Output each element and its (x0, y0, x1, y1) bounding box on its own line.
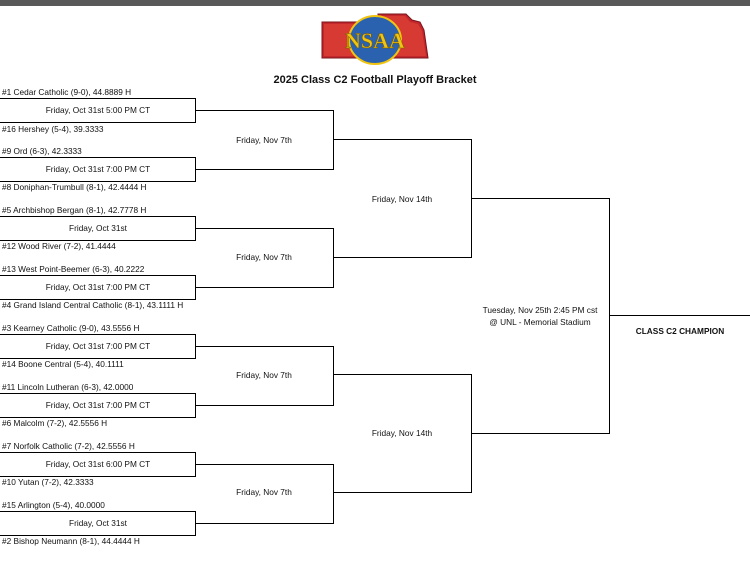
round1-game-date: Friday, Oct 31st 7:00 PM CT (45, 164, 151, 174)
bracket-line (195, 523, 334, 524)
champion-label: CLASS C2 CHAMPION (635, 326, 725, 336)
round1-game-date: Friday, Oct 31st (69, 518, 127, 528)
bracket-title: 2025 Class C2 Football Playoff Bracket (273, 74, 477, 86)
bracket-line (0, 122, 196, 123)
bracket-line (195, 287, 334, 288)
bracket-line (0, 181, 196, 182)
bracket-line (333, 492, 472, 493)
round1-game-date: Friday, Oct 31st 7:00 PM CT (45, 282, 151, 292)
team-seed-13: #13 West Point-Beemer (6-3), 40.2222 (2, 264, 145, 274)
final-date: Tuesday, Nov 25th 2:45 PM cst (482, 305, 598, 315)
team-seed-15: #15 Arlington (5-4), 40.0000 (2, 500, 105, 510)
bracket-line (0, 417, 196, 418)
bracket-line (195, 228, 334, 229)
bracket-line (333, 110, 334, 170)
round1-game-date: Friday, Oct 31st 6:00 PM CT (45, 459, 151, 469)
quarterfinal-date: Friday, Nov 7th (236, 487, 292, 497)
bracket-line (0, 393, 196, 394)
team-seed-4: #4 Grand Island Central Catholic (8-1), … (2, 300, 184, 310)
semifinal-date: Friday, Nov 14th (371, 428, 433, 438)
bracket-line (0, 452, 196, 453)
bracket-line (195, 405, 334, 406)
bracket-line (609, 315, 750, 316)
team-seed-2: #2 Bishop Neumann (8-1), 44.4444 H (2, 536, 140, 546)
bracket-line (195, 346, 334, 347)
bracket-line (0, 511, 196, 512)
nsaa-logo: NSAA (321, 13, 429, 65)
top-bar (0, 0, 750, 6)
bracket-line (333, 228, 334, 288)
round1-game-date: Friday, Oct 31st 7:00 PM CT (45, 341, 151, 351)
team-seed-10: #10 Yutan (7-2), 42.3333 (2, 477, 94, 487)
bracket-line (333, 346, 334, 406)
semifinal-date: Friday, Nov 14th (371, 194, 433, 204)
bracket-line (0, 98, 196, 99)
team-seed-8: #8 Doniphan-Trumbull (8-1), 42.4444 H (2, 182, 147, 192)
bracket-line (0, 358, 196, 359)
bracket-line (0, 216, 196, 217)
bracket-line (195, 169, 334, 170)
bracket-line (195, 110, 334, 111)
bracket-line (0, 240, 196, 241)
logo-text: NSAA (345, 28, 405, 53)
bracket-line (471, 198, 610, 199)
team-seed-14: #14 Boone Central (5-4), 40.1111 (2, 359, 124, 369)
bracket-line (0, 299, 196, 300)
bracket-line (0, 275, 196, 276)
final-venue: @ UNL - Memorial Stadium (489, 317, 591, 327)
bracket-line (333, 374, 472, 375)
team-seed-7: #7 Norfolk Catholic (7-2), 42.5556 H (2, 441, 135, 451)
bracket-line (0, 157, 196, 158)
team-seed-9: #9 Ord (6-3), 42.3333 (2, 146, 82, 156)
bracket-line (0, 476, 196, 477)
quarterfinal-date: Friday, Nov 7th (236, 370, 292, 380)
quarterfinal-date: Friday, Nov 7th (236, 252, 292, 262)
quarterfinal-date: Friday, Nov 7th (236, 135, 292, 145)
bracket-line (0, 535, 196, 536)
team-seed-3: #3 Kearney Catholic (9-0), 43.5556 H (2, 323, 140, 333)
bracket-line (333, 464, 334, 524)
bracket-line (609, 198, 610, 434)
team-seed-6: #6 Malcolm (7-2), 42.5556 H (2, 418, 108, 428)
bracket-line (333, 257, 472, 258)
team-seed-5: #5 Archbishop Bergan (8-1), 42.7778 H (2, 205, 147, 215)
team-seed-1: #1 Cedar Catholic (9-0), 44.8889 H (2, 87, 132, 97)
bracket-line (471, 433, 610, 434)
round1-game-date: Friday, Oct 31st 7:00 PM CT (45, 400, 151, 410)
round1-game-date: Friday, Oct 31st 5:00 PM CT (45, 105, 151, 115)
team-seed-11: #11 Lincoln Lutheran (6-3), 42.0000 (2, 382, 134, 392)
team-seed-16: #16 Hershey (5-4), 39.3333 (2, 124, 104, 134)
team-seed-12: #12 Wood River (7-2), 41.4444 (2, 241, 116, 251)
bracket-line (195, 464, 334, 465)
bracket-line (333, 139, 472, 140)
round1-game-date: Friday, Oct 31st (69, 223, 127, 233)
bracket-line (0, 334, 196, 335)
